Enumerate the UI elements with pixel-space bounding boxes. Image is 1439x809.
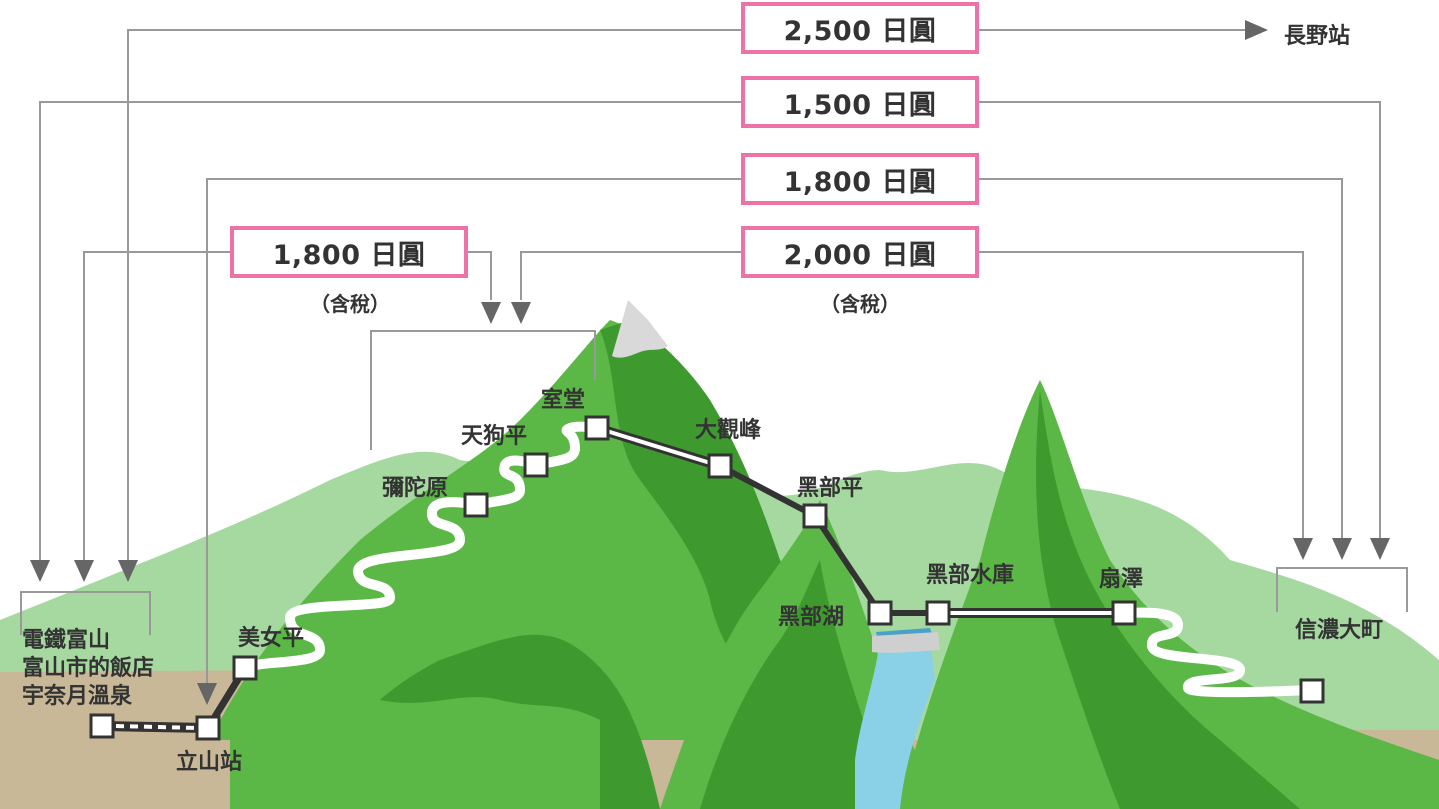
tax-note-left: （含稅） xyxy=(310,292,390,316)
bracket-dentetsu xyxy=(20,591,151,635)
fare-connectors xyxy=(20,29,1408,683)
route-ropeway xyxy=(718,463,817,519)
destination-label: 長野站 xyxy=(1284,24,1351,49)
station-marker-kurobedaira xyxy=(802,503,828,529)
station-marker-ogizawa xyxy=(1111,600,1137,626)
station-marker-dentetsu xyxy=(89,713,115,739)
station-label-dentetsu-line-1: 電鐵富山 xyxy=(22,628,111,653)
station-label-daikanbo: 大觀峰 xyxy=(695,418,762,443)
station-label-tateyama: 立山站 xyxy=(176,750,243,775)
arrow-down-1800-mid xyxy=(197,683,217,705)
station-label-ogizawa: 扇澤 xyxy=(1099,567,1144,592)
station-label-dentetsu-line-2: 富山市的飯店 xyxy=(22,656,155,681)
station-label-shinano-omachi: 信濃大町 xyxy=(1295,618,1384,643)
road-ogizawa xyxy=(1119,607,1317,698)
fare-box-mid: 1,800 日圓 xyxy=(741,153,979,205)
arrow-down-1800-right xyxy=(1332,538,1352,560)
fare-box-inner: 1,500 日圓 xyxy=(741,76,979,128)
arrow-right-nagano xyxy=(1245,20,1268,40)
connector-1800-mid xyxy=(206,178,1343,683)
bracket-shinano xyxy=(1276,567,1408,612)
station-label-dentetsu-line-3: 宇奈月溫泉 xyxy=(22,684,133,709)
connector-1500 xyxy=(39,101,1381,560)
fare-box-left: 1,800 日圓 xyxy=(230,226,468,278)
route-cable-2 xyxy=(812,514,883,615)
fare-text-left: 1,800 日圓 xyxy=(272,239,426,271)
station-label-murodo: 室堂 xyxy=(541,388,586,413)
arrow-down-1500 xyxy=(30,560,50,582)
fare-box-right: 2,000 日圓 xyxy=(741,226,979,278)
dam-wall xyxy=(872,632,940,653)
fare-text-mid: 1,800 日圓 xyxy=(783,166,937,198)
road-bijodaira xyxy=(240,497,481,673)
arrow-down-2500 xyxy=(118,560,138,582)
arrow-down-murodo-b xyxy=(511,302,531,324)
station-marker-kurobeko xyxy=(867,600,893,626)
route-tunnel-trolley-inner xyxy=(596,426,721,468)
arrow-down-murodo-a xyxy=(481,302,501,324)
station-label-kurobeko: 黑部湖 xyxy=(778,605,845,630)
connector-2500 xyxy=(127,29,1248,560)
station-marker-tengudaira xyxy=(523,452,549,478)
tax-note-right: （含稅） xyxy=(820,292,900,316)
front-hills xyxy=(230,696,600,809)
station-label-dentetsu: 電鐵富山 富山市的飯店 宇奈月溫泉 xyxy=(22,627,154,711)
snow-cap xyxy=(612,300,668,358)
arrow-down-1500-right xyxy=(1370,538,1390,560)
fare-text-nagano: 2,500 日圓 xyxy=(783,15,937,47)
station-label-kurobe-dam: 黑部水庫 xyxy=(926,563,1015,588)
arrow-down-2000-right xyxy=(1293,538,1313,560)
station-marker-murodo xyxy=(584,415,610,441)
station-marker-midagahara xyxy=(463,492,489,518)
arrow-down-1800-left xyxy=(74,560,94,582)
connector-1800-left xyxy=(83,251,492,560)
road-tengudaira xyxy=(471,455,541,510)
station-label-tengudaira: 天狗平 xyxy=(461,424,528,449)
station-label-bijodaira: 美女平 xyxy=(238,626,305,651)
river xyxy=(855,640,935,809)
fare-text-inner: 1,500 日圓 xyxy=(783,89,937,121)
bracket-murodo xyxy=(370,330,596,450)
station-label-midagahara: 彌陀原 xyxy=(382,476,449,501)
station-marker-tateyama xyxy=(195,715,221,741)
station-marker-daikanbo xyxy=(707,453,733,479)
mid-mountain-shade xyxy=(700,560,890,809)
station-marker-shinano-omachi xyxy=(1299,678,1325,704)
station-marker-kurobe-dam xyxy=(925,600,951,626)
station-marker-bijodaira xyxy=(232,655,258,681)
station-label-kurobedaira: 黑部平 xyxy=(797,476,864,501)
right-mountain xyxy=(900,380,1439,809)
fare-arrows xyxy=(30,20,1390,705)
fare-box-nagano: 2,500 日圓 xyxy=(741,2,979,54)
connector-2000 xyxy=(520,251,1304,540)
right-mountain-shade xyxy=(1036,390,1300,809)
fare-text-right: 2,000 日圓 xyxy=(783,239,937,271)
